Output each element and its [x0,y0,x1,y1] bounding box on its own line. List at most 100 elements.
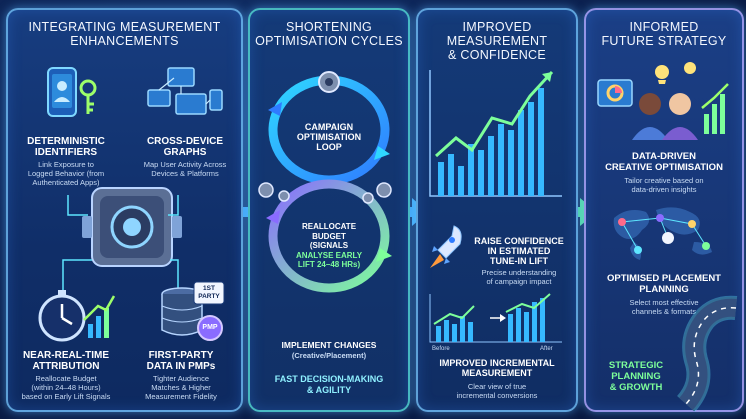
panel-title-line: ENHANCEMENTS [70,34,179,48]
desc-line: data-driven insights [631,185,697,194]
realloc-line: BUDGET [312,231,346,241]
fast-decision-label: FAST DECISION-MAKING & AGILITY [258,374,400,396]
desc-line: Precise understanding [481,268,557,277]
pmp-label: PMP [202,324,218,331]
desc-line: channels & formats [631,307,697,316]
deterministic-identifiers-desc: Link Exposure to Logged Behavior (from A… [16,160,116,187]
realloc-line: REALLOCATE [301,222,357,231]
incremental-measurement-desc: Clear view of true incremental conversio… [422,382,572,400]
panel-title: INFORMED FUTURE STRATEGY [590,20,738,48]
growth-road-icon [676,295,738,413]
desc-line: Tailor creative based on [624,176,704,185]
desc-line: (within 24–48 Hours) [31,383,101,392]
op-line: PLANNING [639,283,689,295]
inc-line: MEASUREMENT [461,368,533,378]
dd-line: DATA-DRIVEN [631,151,697,162]
realloc-line: LIFT 24–48 HRs) [297,260,361,269]
desc-line: incremental conversions [456,391,538,400]
panel-title-line: OPTIMISATION CYCLES [255,34,403,48]
hub-connectors [62,195,179,300]
rocket-icon [430,225,462,268]
phone-key-icon [47,67,97,117]
processor-hub-icon [82,187,182,267]
heading-line: NEAR-REAL-TIME [22,350,110,361]
panel-title-line: & CONFIDENCE [447,48,547,62]
desc-line: Measurement Fidelity [145,392,217,401]
panel-title: SHORTENING OPTIMISATION CYCLES [254,20,404,48]
heading-line: GRAPHS [163,147,207,158]
inc-line: IMPROVED INCREMENTAL [439,358,555,368]
desc-line: of campaign impact [486,277,552,286]
desc-line: based on Early Lift Signals [21,392,111,401]
panel-measurement-confidence: IMPROVED MEASUREMENT & CONFIDENCE [416,8,578,412]
raise-confidence-desc: Precise understanding of campaign impact [464,268,574,286]
realloc-line: (SIGNALS [309,241,349,250]
heading-line: DATA IN PMPs [146,361,216,372]
first-party-desc: Tighter Audience Matches & Higher Measur… [126,374,236,401]
panel-measurement-enhancements: INTEGRATING MEASUREMENT ENHANCEMENTS DET… [6,8,243,412]
first-party-heading: FIRST-PARTY DATA IN PMPs [126,350,236,372]
panel-title-line: SHORTENING [285,20,373,34]
before-label: Before [432,346,450,352]
sp-line: PLANNING [611,371,661,382]
optimisation-loop-diagram [258,71,392,293]
data-driven-desc: Tailor creative based on data-driven ins… [590,176,738,194]
first-party-badge: 1ST PARTY [194,285,224,301]
implement-changes-label: IMPLEMENT CHANGES (Creative/Placement) [260,340,398,360]
panel-future-strategy: INFORMED FUTURE STRATEGY DATA-DRIVEN CRE… [584,8,744,413]
desc-line: Devices & Platforms [151,169,219,178]
near-real-time-desc: Reallocate Budget (within 24–48 Hours) b… [14,374,118,401]
cross-device-heading: CROSS-DEVICE GRAPHS [132,136,238,158]
panel-title-line: IMPROVED MEASUREMENT [446,20,548,48]
panel-title: INTEGRATING MEASUREMENT ENHANCEMENTS [12,20,237,48]
before-after-chart [429,293,562,343]
panel-optimisation-cycles: SHORTENING OPTIMISATION CYCLES [248,8,410,412]
desc-line: Authenticated Apps) [32,178,100,187]
sp-line: STRATEGIC [608,360,664,371]
heading-line: ATTRIBUTION [32,361,100,372]
deterministic-identifiers-heading: DETERMINISTIC IDENTIFIERS [16,136,116,158]
near-real-time-heading: NEAR-REAL-TIME ATTRIBUTION [14,350,118,372]
optimised-placement-desc: Select most effective channels & formats [590,298,738,316]
desc-line: Matches & Higher [151,383,211,392]
raise-confidence-heading: RAISE CONFIDENCE IN ESTIMATED TUNE-IN LI… [464,236,574,266]
desc-line: Clear view of true [467,382,527,391]
world-network-icon [613,207,712,260]
loop-line: CAMPAIGN [304,122,354,132]
desc-line: Reallocate Budget [35,374,97,383]
foot-line: & AGILITY [306,385,352,395]
op-line: OPTIMISED PLACEMENT [606,273,721,284]
heading-line: DETERMINISTIC [27,136,105,147]
cross-device-desc: Map User Activity Across Devices & Platf… [132,160,238,178]
dd-line: CREATIVE OPTIMISATION [605,161,723,173]
raise-line: TUNE-IN LIFT [490,256,548,266]
raise-line: IN ESTIMATED [487,246,551,256]
panel-title: IMPROVED MEASUREMENT & CONFIDENCE [422,20,572,62]
stopwatch-icon [38,290,116,342]
foot-line: FAST DECISION-MAKING [274,374,384,384]
badge-line: PARTY [198,293,220,300]
impl-line: (Creative/Placement) [291,351,367,360]
raise-line: RAISE CONFIDENCE [474,236,564,246]
data-driven-heading: DATA-DRIVEN CREATIVE OPTIMISATION [590,151,738,173]
heading-line: CROSS-DEVICE [146,136,224,147]
heading-line: FIRST-PARTY [148,350,214,361]
desc-line: Logged Behavior (from [27,169,105,178]
badge-line: 1ST [203,285,215,292]
reallocate-budget-label: REALLOCATE BUDGET (SIGNALS ANALYSE EARLY… [272,222,386,270]
realloc-line: ANALYSE EARLY [295,250,363,260]
panel-title-line: INTEGRATING MEASUREMENT [28,20,221,34]
strategic-planning-label: STRATEGIC PLANNING & GROWTH [590,360,682,393]
desc-line: Tighter Audience [152,374,209,383]
optimised-placement-heading: OPTIMISED PLACEMENT PLANNING [590,273,738,295]
panel-title-line: FUTURE STRATEGY [601,34,727,48]
desc-line: Map User Activity Across [143,160,227,169]
desc-line: Select most effective [629,298,699,307]
sp-line: & GROWTH [609,382,663,393]
impl-line: IMPLEMENT CHANGES [281,340,377,350]
team-insights-icon [597,62,729,140]
loop-line: LOOP [316,142,342,152]
after-label: After [540,346,553,352]
heading-line: IDENTIFIERS [34,147,98,158]
